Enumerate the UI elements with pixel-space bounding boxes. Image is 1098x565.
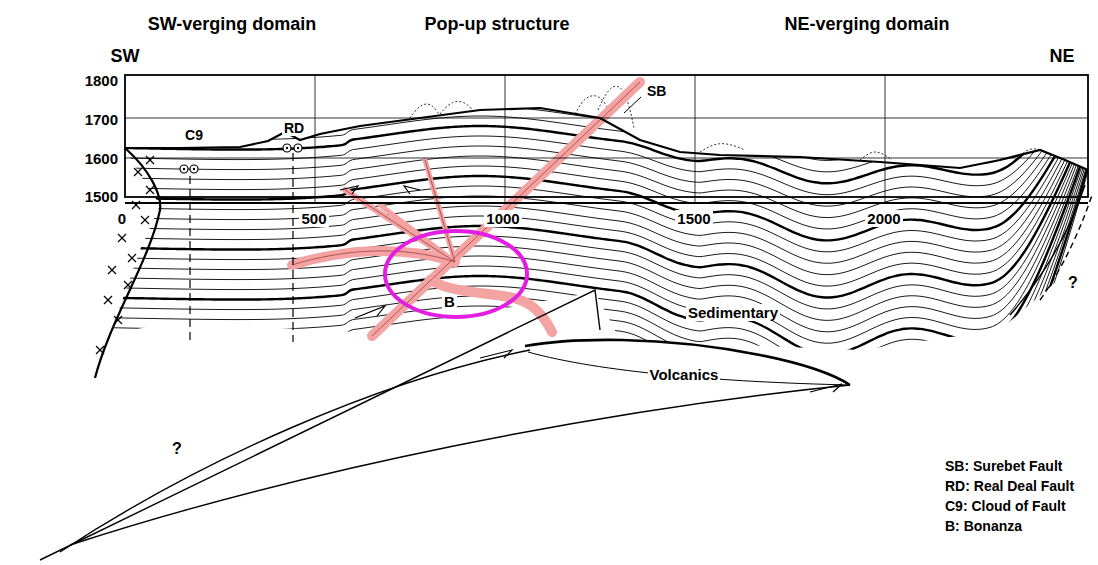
- stratum-line: [100, 126, 1095, 366]
- direction-label: SW: [111, 46, 140, 67]
- unit-label: Sedimentary: [686, 304, 780, 321]
- volcanics-outline: [525, 340, 850, 385]
- intrusion-cross: [124, 281, 132, 289]
- strike-slip-symbol: [294, 144, 302, 152]
- intrusion-cross: [114, 316, 122, 324]
- elevation-tick: 1600: [85, 150, 118, 167]
- strike-slip-dot: [297, 147, 299, 149]
- fault-trace: [292, 251, 455, 265]
- distance-tick: 1000: [484, 210, 521, 227]
- fault-label: RD: [282, 120, 306, 136]
- stratum-line: [100, 84, 1095, 241]
- ellipse-outline: [385, 231, 527, 317]
- intrusion-cross: [108, 266, 116, 274]
- stratum-line: [100, 133, 1095, 389]
- thrust-arrow: [480, 350, 512, 358]
- domain-title: NE-verging domain: [784, 14, 949, 35]
- fault-zone: [430, 280, 552, 332]
- grid: [125, 75, 1088, 203]
- thrust-line: [40, 290, 600, 560]
- grid-line: [125, 202, 1088, 204]
- intrusion-cross: [141, 216, 149, 224]
- thrust-arrow: [404, 186, 420, 194]
- grid-line: [695, 75, 696, 203]
- thrust-arrow: [810, 384, 842, 392]
- unit-label: Volcanics: [648, 366, 721, 383]
- elevation-tick: 1500: [85, 188, 118, 205]
- eroded-fold: [700, 144, 745, 152]
- fault-trace-dashed: [292, 153, 293, 342]
- distance-tick: 500: [299, 210, 328, 227]
- stratum-line: [100, 137, 1095, 400]
- fault-trace-dashed: [189, 176, 190, 342]
- grid-frame: [125, 75, 1088, 197]
- intrusion-cross: [146, 156, 154, 164]
- grid-line: [125, 158, 1088, 159]
- intrusion-cross: [118, 234, 126, 242]
- grid-line: [505, 75, 506, 203]
- stratum-line: [100, 87, 1095, 251]
- key-entry: SB: Surebet Fault: [945, 458, 1062, 474]
- uncertainty-mark: ?: [170, 440, 184, 458]
- fault-trace: [425, 160, 455, 262]
- leader-line: [624, 97, 641, 113]
- strike-slip-dot: [183, 168, 185, 170]
- elevation-tick: 1700: [85, 111, 118, 128]
- fault-label: C9: [183, 127, 205, 143]
- thrusts: [40, 185, 1092, 560]
- topography: [125, 108, 1088, 170]
- thrust-arrow: [355, 306, 385, 318]
- domain-title: Pop-up structure: [424, 14, 569, 35]
- distance-tick: 2000: [865, 210, 902, 227]
- grid-line: [125, 118, 1088, 119]
- thrust-line: [60, 350, 530, 552]
- eroded-fold: [860, 152, 892, 160]
- intrusion-cross: [104, 296, 112, 304]
- fold-limb: [1040, 195, 1092, 300]
- thrust-line: [70, 385, 850, 545]
- strike-slip-symbol: [283, 144, 291, 152]
- intrusion-cross: [96, 346, 104, 354]
- key-entry: C9: Cloud of Fault: [945, 498, 1066, 514]
- fault-splay: [425, 160, 455, 262]
- domain-title: SW-verging domain: [148, 14, 317, 35]
- elevation-tick: 1800: [85, 72, 118, 89]
- strata: [100, 57, 1095, 423]
- strike-slip-symbol: [180, 165, 188, 173]
- zone-ellipse: B: [382, 228, 530, 320]
- stratum-line: [100, 76, 1095, 218]
- key-entry: B: Bonanza: [945, 518, 1022, 534]
- stratum-line: [100, 72, 1095, 206]
- distance-tick: 1500: [675, 210, 712, 227]
- stratum-line: [100, 68, 1095, 194]
- distance-tick: 0: [116, 210, 128, 227]
- key-entry: RD: Real Deal Fault: [945, 478, 1074, 494]
- intrusion-boundary: [95, 148, 160, 378]
- stratum-line: [100, 141, 1095, 412]
- grid-line: [885, 75, 886, 203]
- strike-slip-symbol: [190, 165, 198, 173]
- thrust-arrow: [340, 186, 358, 194]
- fault-zones: [292, 82, 640, 336]
- intrusion-cross: [128, 254, 136, 262]
- volcanics-outline: [528, 352, 850, 385]
- zone-label: B: [442, 294, 457, 311]
- fault-zone: [292, 251, 455, 265]
- direction-label: NE: [1049, 46, 1074, 67]
- grid-line: [315, 75, 316, 203]
- intrusion-cross: [146, 186, 154, 194]
- fold-limb: [1010, 185, 1085, 315]
- intrusion-cross: [134, 168, 142, 176]
- stratum-line: [100, 145, 1095, 424]
- stratum-line: [100, 80, 1095, 229]
- uncertainty-mark: ?: [1066, 274, 1080, 292]
- fault-label: SB: [645, 83, 668, 99]
- strike-slip-dot: [193, 168, 195, 170]
- strike-slip-dot: [286, 147, 288, 149]
